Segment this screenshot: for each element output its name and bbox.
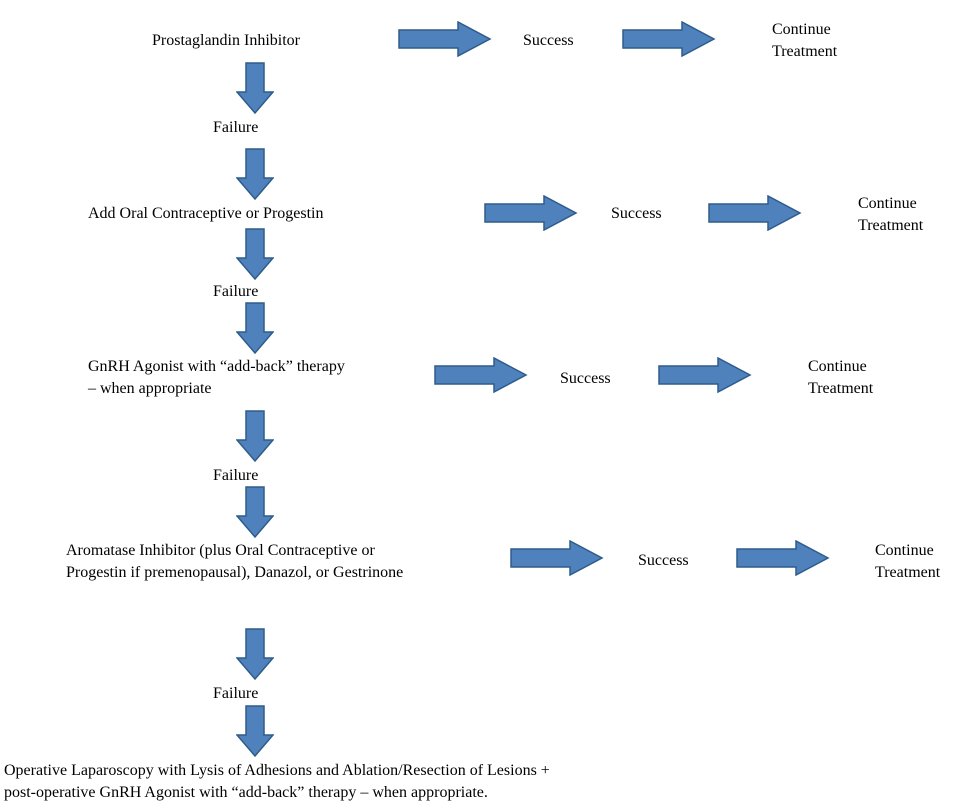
success-label: Success [638,552,689,569]
treatment-prostaglandin-inhibitor: Prostaglandin Inhibitor [152,32,300,49]
right-arrow-icon [510,540,604,576]
continue-line-1: Continue [808,358,867,375]
treatment-gnrh-agonist: GnRH Agonist with “add-back” therapy – w… [88,356,345,400]
treatment-aromatase-inhibitor: Aromatase Inhibitor (plus Oral Contracep… [66,540,403,584]
success-label: Success [560,370,611,387]
continue-line-1: Continue [858,195,917,212]
failure-label: Failure [213,685,259,702]
continue-treatment-label: Continue Treatment [772,19,837,63]
failure-label: Failure [213,283,259,300]
continue-line-2: Treatment [875,564,941,581]
right-arrow-icon [622,21,716,57]
continue-treatment-label: Continue Treatment [875,540,940,584]
down-arrow-icon [236,148,274,200]
treatment-oral-contraceptive: Add Oral Contraceptive or Progestin [88,205,324,222]
right-arrow-icon [484,195,578,231]
continue-line-1: Continue [875,542,934,559]
final-line-1: Operative Laparoscopy with Lysis of Adhe… [4,762,550,779]
continue-line-2: Treatment [858,217,924,234]
success-label: Success [611,205,662,222]
continue-line-2: Treatment [808,380,874,397]
final-treatment-operative-laparoscopy: Operative Laparoscopy with Lysis of Adhe… [4,760,550,804]
right-arrow-icon [398,21,492,57]
down-arrow-icon [236,410,274,462]
right-arrow-icon [708,195,802,231]
down-arrow-icon [236,302,274,354]
down-arrow-icon [236,486,274,538]
treatment-line-2: – when appropriate [88,380,212,397]
down-arrow-icon [236,228,274,280]
treatment-line-1: GnRH Agonist with “add-back” therapy [88,358,345,375]
right-arrow-icon [736,540,830,576]
right-arrow-icon [434,357,528,393]
down-arrow-icon [236,628,274,680]
down-arrow-icon [236,62,274,114]
continue-treatment-label: Continue Treatment [858,193,923,237]
treatment-line-1: Aromatase Inhibitor (plus Oral Contracep… [66,542,375,559]
failure-label: Failure [213,119,259,136]
failure-label: Failure [213,467,259,484]
success-label: Success [523,32,574,49]
continue-line-1: Continue [772,21,831,38]
right-arrow-icon [658,357,752,393]
continue-line-2: Treatment [772,43,838,60]
continue-treatment-label: Continue Treatment [808,356,873,400]
treatment-line-2: Progestin if premenopausal), Danazol, or… [66,564,404,581]
down-arrow-icon [236,705,274,757]
final-line-2: post-operative GnRH Agonist with “add-ba… [4,784,488,801]
